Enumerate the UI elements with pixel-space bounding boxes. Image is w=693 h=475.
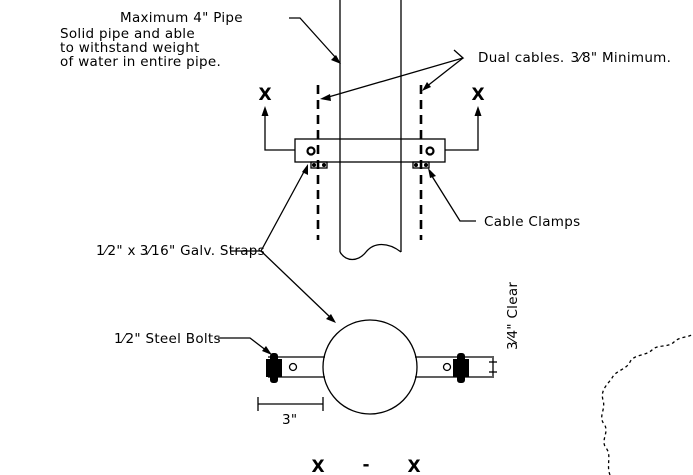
steel-bolt-right <box>453 353 469 383</box>
section-arrow-right <box>474 106 482 116</box>
label-clear-fraction: 3⁄4 <box>505 330 521 350</box>
leader-max-pipe <box>289 17 337 59</box>
leader-galv-straps-upper <box>230 167 307 252</box>
section-title-dash: - <box>362 455 369 475</box>
section-cut-line-left <box>264 112 295 151</box>
strap-bolt-hole-left <box>306 146 316 156</box>
revision-cloud <box>601 333 693 475</box>
label-solid-pipe-line1: Solid pipe and able <box>60 26 195 42</box>
section-view <box>257 319 497 415</box>
section-title-x-right: X <box>407 457 420 475</box>
label-cable-clamps: Cable Clamps <box>484 214 580 230</box>
section-cut-line-right <box>445 112 479 151</box>
label-max-pipe: Maximum 4" Pipe <box>120 10 243 26</box>
label-clear-text: " Clear <box>505 282 521 330</box>
label-galv-straps-rest: " Galv. Straps <box>169 243 265 259</box>
label-galv-straps-half: ⁄2 <box>102 243 116 259</box>
label-dual-cables-unit: " Minimum. <box>591 50 671 66</box>
leader-dual-cables-right <box>425 57 464 88</box>
label-steel-bolts-text: " Steel Bolts <box>134 331 221 347</box>
elevation-view: X X <box>258 0 485 261</box>
strap-hole-right <box>442 362 452 372</box>
leader-steel-bolts <box>218 337 268 352</box>
strap-hole-left <box>288 362 298 372</box>
section-arrow-left <box>261 106 269 116</box>
label-solid-pipe-line3: of water in entire pipe. <box>60 54 221 70</box>
pipe-section-circle <box>322 319 418 415</box>
label-galv-straps-whole: 1 <box>96 243 105 259</box>
label-steel-bolts-fraction: 1⁄2 <box>114 331 134 347</box>
label-steel-bolts: 1⁄2" Steel Bolts <box>114 331 221 347</box>
label-dual-cables: Dual cables. 3⁄8" Minimum. <box>478 50 671 66</box>
section-mark-right: X <box>471 85 484 105</box>
leader-lines <box>218 17 476 355</box>
pipe-break-line <box>339 243 402 261</box>
label-dual-cables-fraction: 3⁄8 <box>571 50 591 66</box>
strap-bolt-hole-right <box>425 146 435 156</box>
label-galv-straps: 1⁄2" x 3⁄16" Galv. Straps <box>96 243 265 259</box>
label-galv-straps-x: " x <box>116 243 135 259</box>
label-dual-cables-text: Dual cables. <box>478 50 565 66</box>
section-mark-left: X <box>258 85 271 105</box>
label-clear: 3⁄4" Clear <box>505 282 521 350</box>
label-three-inch: 3" <box>282 412 297 428</box>
label-galv-straps-thickness: 3⁄16 <box>140 243 169 259</box>
steel-bolt-left <box>266 353 282 383</box>
cable-clamp-left <box>310 161 328 169</box>
section-title-x-left: X <box>311 457 324 475</box>
leader-galv-straps-lower <box>260 250 332 319</box>
label-solid-pipe-line2: to withstand weight <box>60 40 200 56</box>
leader-cable-clamps <box>429 172 476 222</box>
cable-clamp-right <box>412 161 430 169</box>
